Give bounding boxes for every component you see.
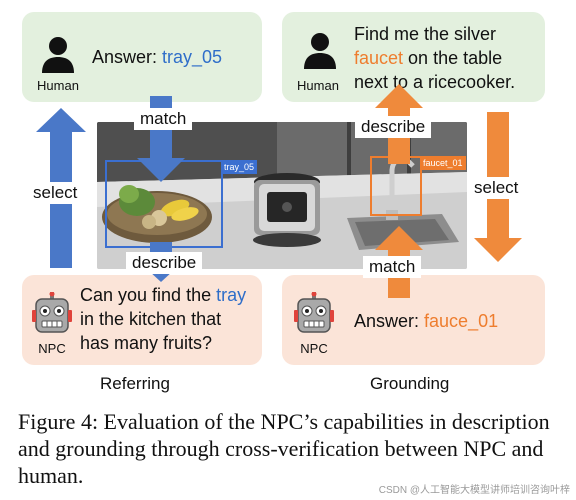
referring-section-label: Referring [100, 374, 170, 393]
watermark: CSDN @人工智能大模型讲师培训咨询叶梓 [378, 485, 570, 496]
request-highlight: faucet [354, 48, 404, 68]
tray-bbox-tag: tray_05 [221, 160, 258, 174]
describe-label-right: describe [355, 116, 432, 138]
match-label-left: match [134, 108, 193, 130]
answer-prefix: Answer: [354, 311, 425, 331]
request-line-3: next to a ricecooker. [354, 72, 516, 92]
robot-icon [294, 292, 334, 333]
select-arrow-down [474, 112, 522, 262]
human-role-label: Human [37, 78, 79, 93]
human-icon [304, 33, 336, 69]
npc-role-label: NPC [300, 341, 328, 356]
question-line-3: has many fruits? [80, 333, 213, 353]
select-label-right: select [468, 177, 525, 199]
human-role-label: Human [297, 78, 339, 93]
human-answer: Answer: tray_05 [92, 45, 222, 69]
npc-answer: Answer: fauce_01 [354, 309, 498, 333]
referring-human-box: Human Answer: tray_05 [22, 12, 262, 102]
npc-question: Can you find the tray in the kitchen tha… [80, 283, 246, 355]
answer-prefix: Answer: [92, 47, 163, 67]
grounding-npc-box: NPC Answer: fauce_01 [282, 275, 545, 365]
answer-highlight: tray_05 [162, 47, 223, 67]
faucet-bbox-tag: faucet_01 [420, 156, 466, 170]
describe-label-left: describe [126, 252, 203, 274]
match-label-right: match [363, 256, 422, 278]
figure-caption: Figure 4: Evaluation of the NPC’s capabi… [18, 409, 550, 488]
human-request: Find me the silver faucet on the table n… [354, 22, 515, 94]
question-line-1: Can you find the tray [80, 283, 246, 307]
question-highlight: tray [216, 285, 247, 305]
question-line-1-prefix: Can you find the [80, 285, 217, 305]
npc-role-label: NPC [38, 341, 66, 356]
answer-highlight: fauce_01 [424, 311, 499, 331]
question-line-2: in the kitchen that [80, 309, 222, 329]
request-line-1: Find me the silver [354, 24, 497, 44]
human-icon [42, 37, 74, 73]
request-line-2-suffix: on the table [403, 48, 503, 68]
referring-npc-box: NPC Can you find the tray in the kitchen… [22, 275, 262, 365]
request-line-2: faucet on the table [354, 46, 515, 70]
select-label-left: select [27, 182, 84, 204]
robot-icon [32, 292, 72, 333]
grounding-human-box: Human Find me the silver faucet on the t… [282, 12, 545, 102]
grounding-section-label: Grounding [370, 374, 450, 393]
